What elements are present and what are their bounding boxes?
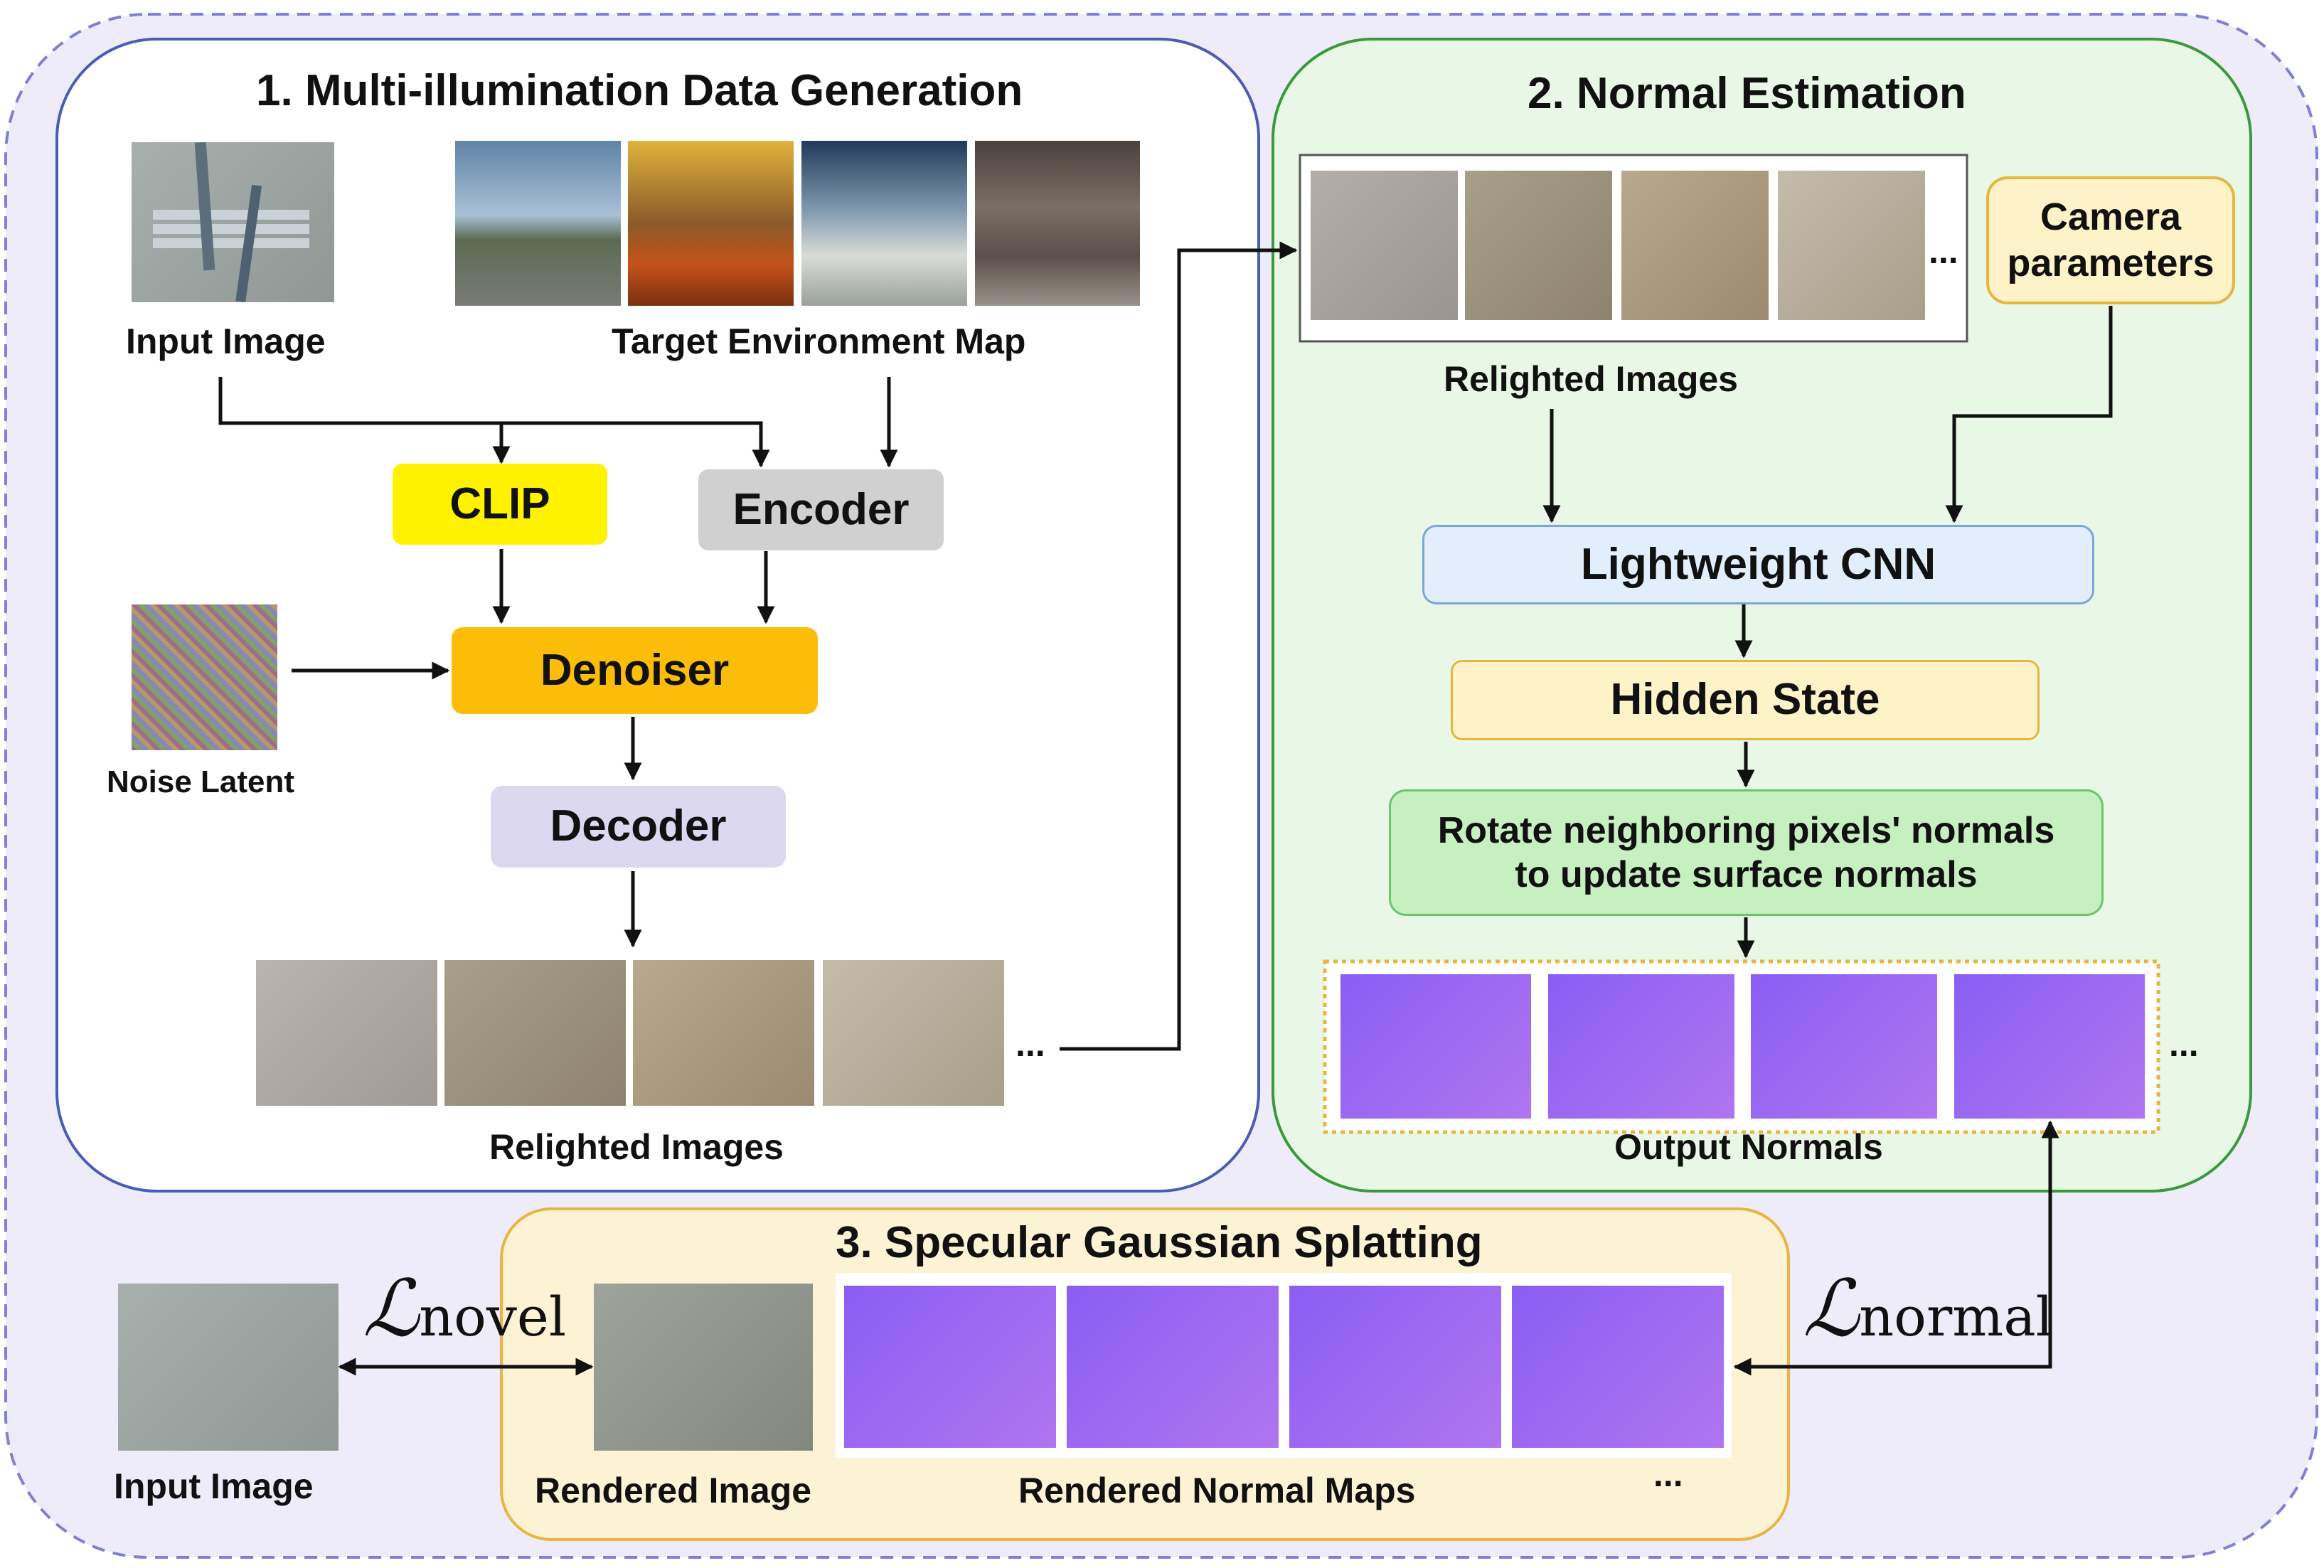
arrow-input-to-clip-encoder — [218, 377, 770, 468]
rendered-normal-1 — [844, 1286, 1056, 1448]
rendered-normal-maps-label: Rendered Normal Maps — [1018, 1471, 1416, 1510]
relighted-image-2b — [1465, 171, 1612, 320]
env-map-3 — [801, 141, 967, 306]
rotate-line-2: to update surface normals — [1515, 854, 1978, 895]
ellipsis-3: ... — [2169, 1024, 2199, 1064]
camera-line-2: parameters — [2007, 242, 2214, 284]
loss-novel-subscript: novel — [419, 1285, 567, 1348]
relighted-image-1a — [256, 960, 437, 1106]
camera-line-1: Camera — [2040, 196, 2182, 239]
relighted-image-2a — [1311, 171, 1458, 320]
relighted-images-label-2: Relighted Images — [1444, 359, 1738, 399]
noise-latent-label: Noise Latent — [107, 764, 295, 799]
loss-normal-subscript: normal — [1859, 1285, 2053, 1348]
denoiser-block: Denoiser — [452, 627, 818, 714]
arrow-s1-to-s2 — [1060, 241, 1298, 1051]
hidden-state-block: Hidden State — [1451, 660, 2040, 740]
output-normal-3 — [1751, 974, 1937, 1119]
input-image-label-1: Input Image — [126, 321, 326, 361]
env-map-4 — [975, 141, 1140, 306]
loss-normal-symbol: ℒ — [1803, 1263, 1860, 1354]
relighted-image-1b — [444, 960, 626, 1106]
loss-normal: ℒnormal — [1803, 1269, 2053, 1348]
ellipsis-1: ... — [1016, 1024, 1045, 1064]
decoder-block: Decoder — [491, 786, 786, 868]
encoder-block: Encoder — [698, 469, 944, 550]
arrow-camera-to-cnn — [1945, 306, 2113, 523]
relighted-images-label-1: Relighted Images — [489, 1127, 784, 1167]
rotate-line-1: Rotate neighboring pixels' normals — [1437, 809, 2055, 851]
section-1-title: 1. Multi-illumination Data Generation — [256, 66, 1023, 115]
loss-novel-symbol: ℒ — [363, 1263, 420, 1354]
noise-latent-image — [132, 604, 277, 750]
rendered-normal-2 — [1067, 1286, 1279, 1448]
ellipsis-2: ... — [1929, 231, 1958, 271]
rods-icon — [153, 142, 309, 302]
rotate-normals-block: Rotate neighboring pixels' normals to up… — [1389, 789, 2104, 916]
rendered-image-label: Rendered Image — [535, 1471, 812, 1510]
loss-novel: ℒnovel — [363, 1269, 566, 1348]
relighted-image-2d — [1778, 171, 1925, 320]
section-1-panel — [55, 38, 1260, 1193]
env-map-1 — [455, 141, 621, 306]
rendered-image-thumbnail — [594, 1284, 813, 1451]
env-map-2 — [628, 141, 794, 306]
output-normal-1 — [1340, 974, 1531, 1119]
input-image-thumbnail — [132, 142, 334, 302]
relighted-image-1c — [633, 960, 814, 1106]
output-normal-2 — [1548, 974, 1734, 1119]
rendered-normal-4 — [1512, 1286, 1724, 1448]
arrow-normal-loss — [1733, 1120, 2059, 1376]
relighted-image-2c — [1621, 171, 1769, 320]
output-normals-label: Output Normals — [1614, 1127, 1883, 1167]
clip-block: CLIP — [393, 464, 607, 545]
input-image-label-2: Input Image — [114, 1466, 314, 1506]
ellipsis-4: ... — [1653, 1454, 1683, 1494]
output-normal-4 — [1954, 974, 2145, 1119]
input-image-thumbnail-2 — [118, 1284, 339, 1451]
section-3-title: 3. Specular Gaussian Splatting — [836, 1218, 1483, 1267]
lightweight-cnn-block: Lightweight CNN — [1422, 525, 2094, 604]
section-2-title: 2. Normal Estimation — [1528, 69, 1966, 118]
target-env-map-label: Target Environment Map — [612, 321, 1026, 361]
camera-parameters-block: Camera parameters — [1986, 176, 2235, 304]
relighted-image-1d — [823, 960, 1004, 1106]
rendered-normal-3 — [1289, 1286, 1501, 1448]
